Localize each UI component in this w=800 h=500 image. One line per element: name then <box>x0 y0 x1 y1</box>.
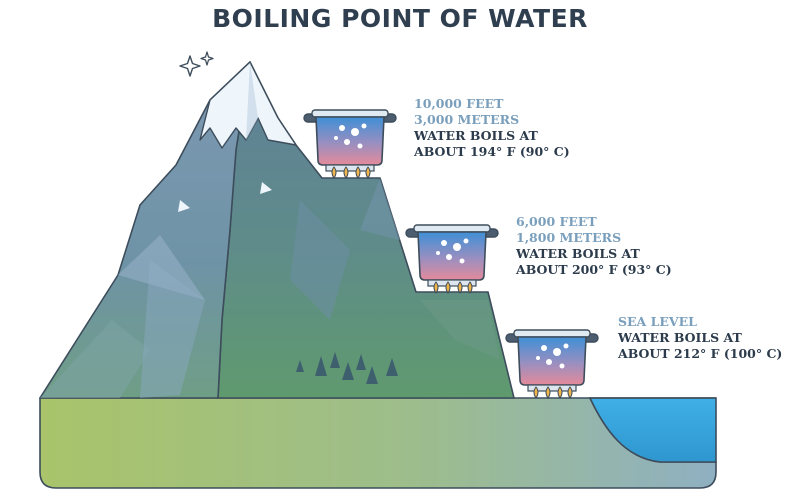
altitude-sea-level: SEA LEVEL <box>618 314 697 329</box>
boiling-text: WATER BOILS AT <box>516 246 640 261</box>
boiling-temperature: ABOUT 194° F (90° C) <box>414 144 570 159</box>
altitude-feet: 6,000 FEET <box>516 214 597 229</box>
label-sea-level: SEA LEVEL WATER BOILS AT ABOUT 212° F (1… <box>618 314 782 362</box>
altitude-meters: 1,800 METERS <box>516 230 622 245</box>
label-10000-feet: 10,000 FEET 3,000 METERS WATER BOILS AT … <box>414 96 570 160</box>
sparkle-icon <box>179 55 201 77</box>
altitude-meters: 3,000 METERS <box>414 112 520 127</box>
boiling-text: WATER BOILS AT <box>618 330 742 345</box>
altitude-feet: 10,000 FEET <box>414 96 504 111</box>
label-6000-feet: 6,000 FEET 1,800 METERS WATER BOILS AT A… <box>516 214 672 278</box>
sea <box>588 397 717 463</box>
diagram-title: BOILING POINT OF WATER <box>212 4 588 33</box>
boiling-pot <box>303 109 397 179</box>
sparkle-icon <box>200 51 214 66</box>
boiling-pot <box>405 224 499 294</box>
boiling-temperature: ABOUT 200° F (93° C) <box>516 262 672 277</box>
pine-trees <box>296 352 398 384</box>
boiling-text: WATER BOILS AT <box>414 128 538 143</box>
boiling-temperature: ABOUT 212° F (100° C) <box>618 346 783 361</box>
boiling-pot <box>505 329 599 399</box>
